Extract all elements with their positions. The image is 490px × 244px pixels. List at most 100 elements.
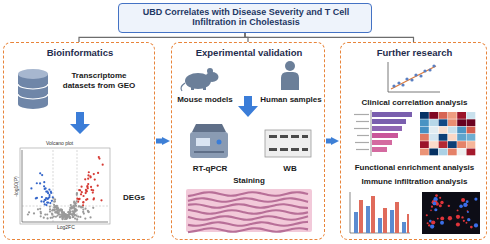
heatmap-cell bbox=[457, 141, 466, 148]
plot-dot bbox=[40, 200, 42, 202]
section-panel: Experimental validationMouse modelsHuman… bbox=[171, 42, 325, 240]
heatmap-cell bbox=[439, 141, 448, 148]
plot-dot bbox=[48, 189, 50, 191]
plot-dot bbox=[67, 216, 69, 218]
plot-dot bbox=[54, 209, 56, 211]
title-text: UBD Correlates with Disease Severity and… bbox=[123, 7, 369, 29]
cell-signal bbox=[456, 215, 460, 219]
plot-dot bbox=[90, 176, 92, 178]
plot-dot bbox=[87, 178, 89, 180]
cell-signal bbox=[465, 222, 467, 224]
pcr-machine bbox=[190, 124, 228, 158]
cell-signal bbox=[461, 216, 463, 218]
plot-dot bbox=[75, 202, 77, 204]
plot-dot bbox=[89, 175, 91, 177]
tissue-fiber bbox=[188, 198, 308, 202]
heatmap-cell bbox=[439, 112, 448, 119]
plot-dot bbox=[54, 198, 56, 200]
item-label: Mouse models bbox=[175, 95, 235, 105]
item-label: Immune infiltration analysis bbox=[341, 177, 488, 187]
plot-dot bbox=[72, 216, 74, 218]
plot-dot bbox=[57, 211, 59, 213]
plot-dot bbox=[97, 185, 99, 187]
plot-dot bbox=[74, 217, 76, 219]
tissue-fiber bbox=[188, 216, 308, 220]
cell-signal bbox=[435, 194, 438, 197]
plot-dot bbox=[70, 207, 72, 209]
plot-dot bbox=[85, 199, 87, 201]
cell-signal bbox=[427, 222, 429, 224]
heatmap-cell bbox=[457, 119, 466, 126]
plot-dot bbox=[80, 205, 82, 207]
plot-dot bbox=[76, 200, 78, 202]
heatmap-cell bbox=[467, 127, 476, 134]
plot-dot bbox=[88, 211, 90, 213]
plot-dot bbox=[80, 193, 82, 195]
plot-dot bbox=[58, 212, 60, 214]
plot-dot bbox=[69, 212, 71, 214]
plot-dot bbox=[67, 215, 69, 217]
plot-dot bbox=[82, 201, 84, 203]
plot-dot bbox=[79, 216, 81, 218]
item-label: RT-qPCR bbox=[184, 164, 236, 174]
heatmap-cell bbox=[420, 112, 429, 119]
cell-signal bbox=[434, 208, 437, 211]
plot-dot bbox=[28, 211, 30, 213]
item-label: Human samples bbox=[260, 95, 322, 105]
heatmap-cell bbox=[448, 149, 457, 156]
cell-signal bbox=[456, 222, 460, 226]
tissue-fiber bbox=[188, 204, 308, 208]
plot-dot bbox=[44, 203, 46, 205]
plot-dot bbox=[78, 205, 80, 207]
plot-dot bbox=[49, 205, 51, 207]
plot-dot bbox=[74, 214, 76, 216]
plot-dot bbox=[81, 191, 83, 193]
plot-dot bbox=[44, 188, 46, 190]
tissue-fiber bbox=[188, 210, 308, 214]
plot-dot bbox=[43, 185, 45, 187]
heatmap-cell bbox=[439, 127, 448, 134]
cell-signal bbox=[431, 220, 435, 224]
item-label: Functional enrichment analysis bbox=[341, 163, 488, 173]
heatmap-cell bbox=[439, 134, 448, 141]
plot-dot bbox=[84, 208, 86, 210]
plot-dot bbox=[79, 189, 81, 191]
plot-dot bbox=[48, 194, 50, 196]
plot-dot bbox=[40, 215, 42, 217]
plot-dot bbox=[93, 197, 95, 199]
item-label: Staining bbox=[224, 176, 274, 186]
heatmap-cell bbox=[448, 112, 457, 119]
chart-title: Volcano plot bbox=[46, 141, 73, 146]
cell-signal bbox=[461, 198, 465, 202]
plot-dot bbox=[100, 199, 102, 201]
tissue-fiber bbox=[188, 222, 308, 226]
heatmap-cell bbox=[467, 141, 476, 148]
section-heading: Bioinformatics bbox=[4, 47, 156, 58]
plot-dot bbox=[78, 198, 80, 200]
cell-signal bbox=[457, 209, 459, 211]
item-label: Transcriptome datasets from GEO bbox=[56, 71, 142, 90]
plot-dot bbox=[94, 178, 96, 180]
plot-dot bbox=[82, 206, 84, 208]
plot-dot bbox=[68, 211, 70, 213]
plot-dot bbox=[62, 218, 64, 220]
section-panel: Further researchClinical correlation ana… bbox=[340, 42, 487, 240]
plot-dot bbox=[78, 189, 80, 191]
cell-signal bbox=[470, 226, 473, 229]
down-arrow bbox=[238, 96, 258, 117]
plot-dot bbox=[64, 213, 66, 215]
plot-dot bbox=[54, 205, 56, 207]
plot-dot bbox=[44, 187, 46, 189]
heatmap-cell bbox=[457, 112, 466, 119]
plot-dot bbox=[68, 212, 70, 214]
cell-signal bbox=[467, 218, 470, 221]
plot-dot bbox=[76, 192, 78, 194]
plot-dot bbox=[76, 192, 78, 194]
plot-dot bbox=[102, 164, 104, 166]
database-icon bbox=[18, 69, 48, 109]
plot-dot bbox=[87, 211, 89, 213]
plot-dot bbox=[72, 211, 74, 213]
plot-dot bbox=[50, 191, 52, 193]
cell-signal bbox=[474, 223, 478, 227]
plot-dot bbox=[73, 210, 75, 212]
